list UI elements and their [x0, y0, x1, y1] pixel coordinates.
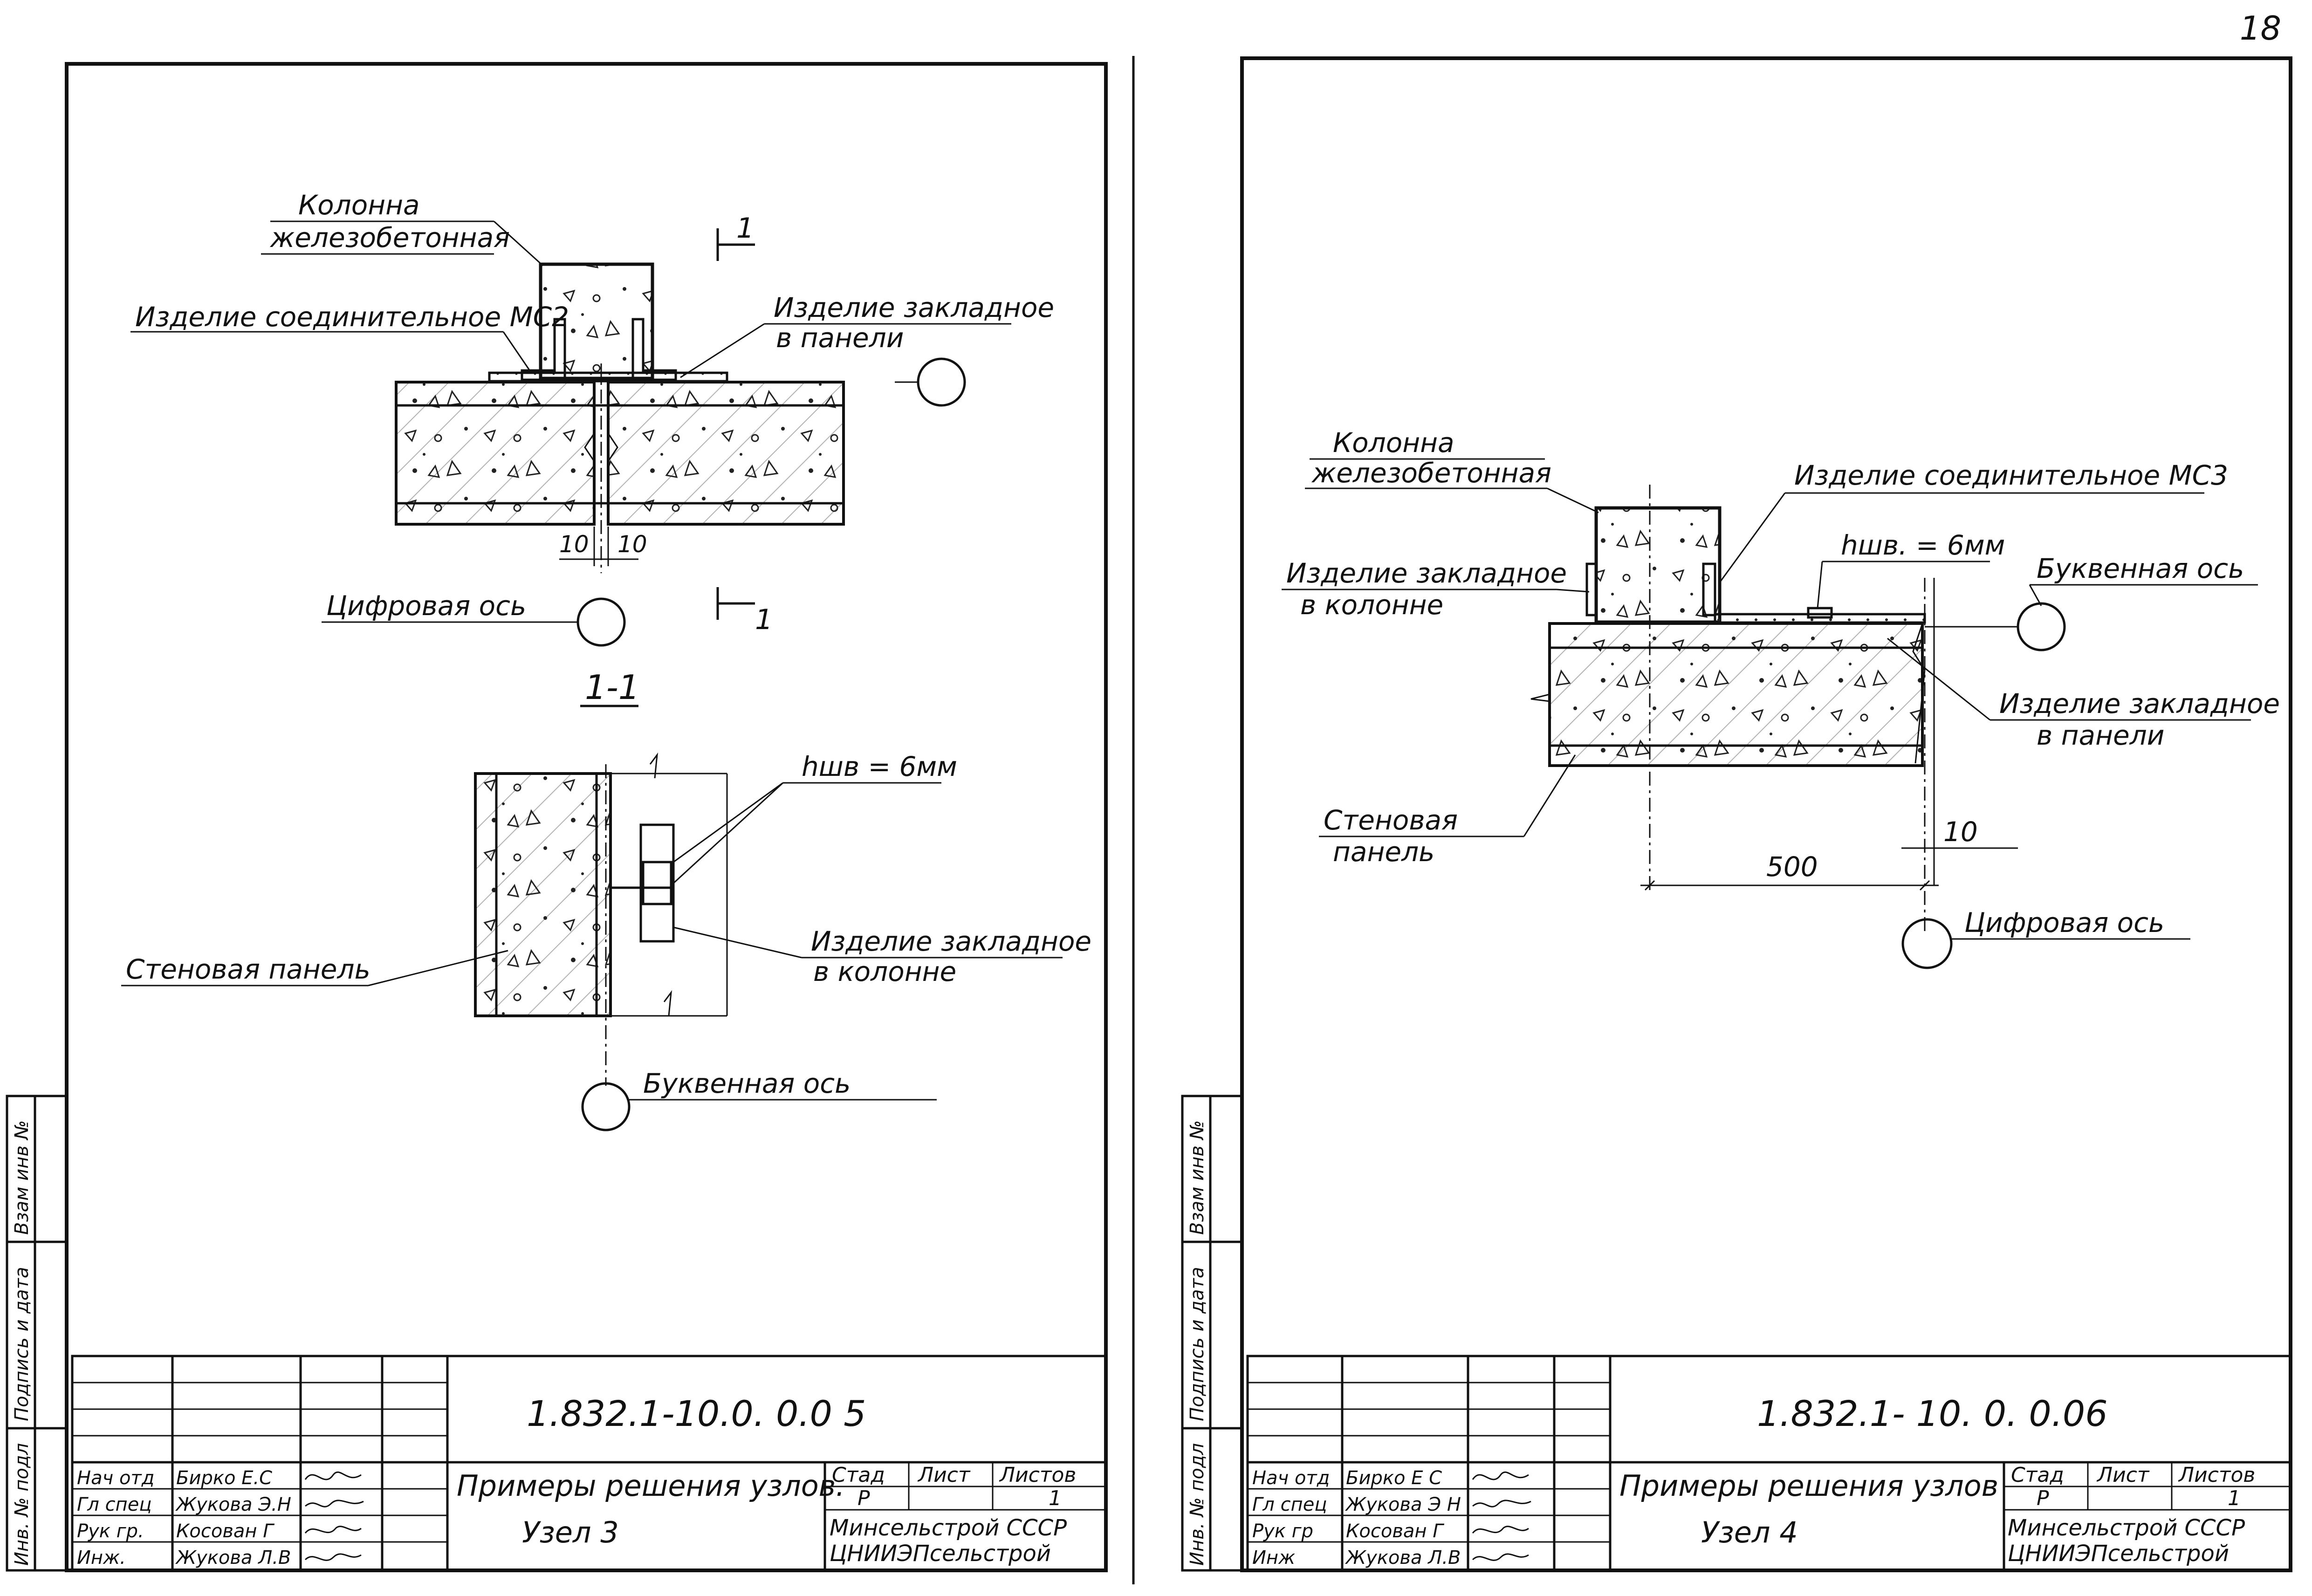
right-stamp-name-2: Жукова Э Н	[1345, 1494, 1461, 1515]
page-number: 18	[2240, 9, 2281, 48]
right-plan-drawing: 500 10 Цифровая ось Колонна железобетонн…	[1282, 427, 2280, 969]
left-stamp-title-2: Узел 3	[522, 1515, 619, 1549]
left-section-mark-top: 1	[736, 212, 754, 245]
right-wall-panel-label-2: панель	[1333, 836, 1434, 868]
right-title-block: 1.832.1- 10. 0. 0.06 Примеры решения узл…	[1246, 1355, 2292, 1572]
left-wall-panel-label: Стеновая панель	[126, 953, 370, 985]
left-digital-axis-bubble	[576, 597, 626, 647]
right-stamp-title-1: Примеры решения узлов	[1619, 1469, 1998, 1503]
right-stamp-org-2: ЦНИИЭПсельстрой	[2008, 1541, 2229, 1567]
left-stamp-org-2: ЦНИИЭПсельстрой	[830, 1541, 1051, 1567]
right-weld-label: hшв. = 6мм	[1841, 529, 2005, 561]
right-side-stamp: Взам инв № Подпись и дата Инв. № подл	[1181, 1095, 1243, 1572]
left-signatures	[304, 1471, 364, 1561]
left-stamp-role-3: Рук гр.	[77, 1521, 144, 1542]
left-section-title: 1-1	[585, 668, 640, 707]
right-stamp-stad: Р	[2037, 1486, 2049, 1510]
left-dim-left: 10	[559, 531, 589, 558]
left-column-label-2: железобетонная	[269, 222, 510, 253]
left-embedded-panel-label-2: в панели	[776, 322, 904, 354]
left-stamp-stad: Р	[858, 1486, 870, 1510]
left-letter-axis-bubble	[581, 1082, 631, 1131]
right-stamp-list-head: Лист	[2096, 1463, 2150, 1487]
right-stamp-listov-head: Листов	[2178, 1463, 2255, 1487]
right-digital-axis-bubble	[1901, 918, 1953, 969]
right-stamp-role-3: Рук гр	[1252, 1521, 1313, 1542]
left-plan-axis-bubble	[917, 357, 966, 407]
right-embedded-column-label-2: в колонне	[1300, 589, 1443, 621]
left-stamp-list-head: Лист	[917, 1463, 971, 1487]
left-side-vzam: Взам инв №	[11, 1120, 33, 1235]
right-dim-10: 10	[1943, 816, 1978, 848]
left-stamp-role-2: Гл спец	[77, 1494, 152, 1515]
right-stamp-role-1: Нач отд	[1252, 1467, 1330, 1489]
left-side-podpis: Подпись и дата	[11, 1267, 33, 1421]
left-side-inv: Инв. № подл	[11, 1443, 33, 1566]
right-embedded-panel-label-1: Изделие закладное	[1999, 688, 2280, 719]
right-digital-axis-label: Цифровая ось	[1964, 907, 2164, 938]
right-dim-500: 500	[1766, 851, 1818, 883]
right-side-inv: Инв. № подл	[1187, 1443, 1208, 1566]
right-stamp-org-1: Минсельстрой СССР	[2008, 1515, 2245, 1541]
left-plan-drawing: 10 10 Колонна железобетонная Изделие сое…	[130, 189, 1054, 707]
left-stamp-listov-head: Листов	[999, 1463, 1076, 1487]
right-column-body	[1594, 506, 1722, 624]
right-stamp-name-4: Жукова Л.В	[1345, 1547, 1461, 1569]
right-stamp-title-2: Узел 4	[1701, 1515, 1798, 1549]
right-side-podpis: Подпись и дата	[1187, 1267, 1208, 1421]
left-embedded-panel-label-1: Изделие закладное	[774, 292, 1054, 323]
left-weld-label: hшв = 6мм	[802, 751, 957, 782]
right-sheet: Взам инв № Подпись и дата Инв. № подл	[1181, 56, 2292, 1572]
left-stamp-role-4: Инж.	[77, 1547, 126, 1569]
right-column-label-2: железобетонная	[1311, 457, 1551, 489]
left-side-stamp: Взам инв № Подпись и дата Инв. № подл	[6, 1095, 68, 1572]
left-stamp-stad-head: Стад	[832, 1463, 885, 1487]
right-side-vzam: Взам инв №	[1187, 1120, 1208, 1235]
right-column-label-1: Колонна	[1333, 427, 1454, 459]
right-stamp-code: 1.832.1- 10. 0. 0.06	[1757, 1393, 2108, 1434]
right-stamp-role-4: Инж	[1252, 1547, 1295, 1569]
right-stamp-role-2: Гл спец	[1252, 1494, 1327, 1515]
right-stamp-name-1: Бирко Е С	[1346, 1467, 1442, 1489]
left-stamp-name-1: Бирко Е.С	[176, 1467, 272, 1489]
right-stamp-stad-head: Стад	[2011, 1463, 2064, 1487]
right-embedded-column-label-1: Изделие закладное	[1286, 557, 1567, 589]
right-letter-axis-label: Буквенная ось	[2037, 553, 2244, 584]
left-letter-axis-label: Буквенная ось	[643, 1068, 851, 1099]
left-connector-label: Изделие соединительное МС2	[135, 301, 569, 333]
left-column-label-1: Колонна	[298, 189, 420, 221]
right-signatures	[1472, 1471, 1531, 1561]
left-embedded-column-label-1: Изделие закладное	[811, 925, 1091, 957]
left-stamp-name-4: Жукова Л.В	[175, 1547, 291, 1569]
left-stamp-name-3: Косован Г	[176, 1521, 274, 1542]
left-digital-axis-label: Цифровая ось	[326, 590, 526, 622]
left-dim-right: 10	[617, 531, 647, 558]
left-stamp-listov: 1	[1049, 1486, 1062, 1510]
left-section-mark-bottom: 1	[755, 603, 773, 636]
right-connector-label: Изделие соединительное МС3	[1794, 459, 2228, 491]
right-letter-axis-bubble	[2017, 602, 2066, 651]
right-wall-panel-label-1: Стеновая	[1324, 804, 1458, 836]
left-section-drawing: hшв = 6мм Изделие закладное в колонне Ст…	[121, 751, 1091, 1131]
left-embedded-column-label-2: в колонне	[813, 956, 956, 987]
right-stamp-name-3: Косован Г	[1346, 1521, 1444, 1542]
left-stamp-org-1: Минсельстрой СССР	[830, 1515, 1067, 1541]
left-stamp-code: 1.832.1-10.0. 0.0 5	[527, 1393, 866, 1434]
left-stamp-title-1: Примеры решения узлов.	[457, 1469, 845, 1503]
left-stamp-name-2: Жукова Э.Н	[175, 1494, 291, 1515]
right-embedded-panel-label-2: в панели	[2037, 719, 2164, 751]
right-stamp-listov: 1	[2228, 1486, 2241, 1510]
left-title-block: 1.832.1-10.0. 0.0 5 Примеры решения узло…	[71, 1355, 1107, 1572]
left-stamp-role-1: Нач отд	[77, 1467, 154, 1489]
left-sheet: Взам инв № Подпись и дата Инв. № подл	[6, 62, 1108, 1572]
